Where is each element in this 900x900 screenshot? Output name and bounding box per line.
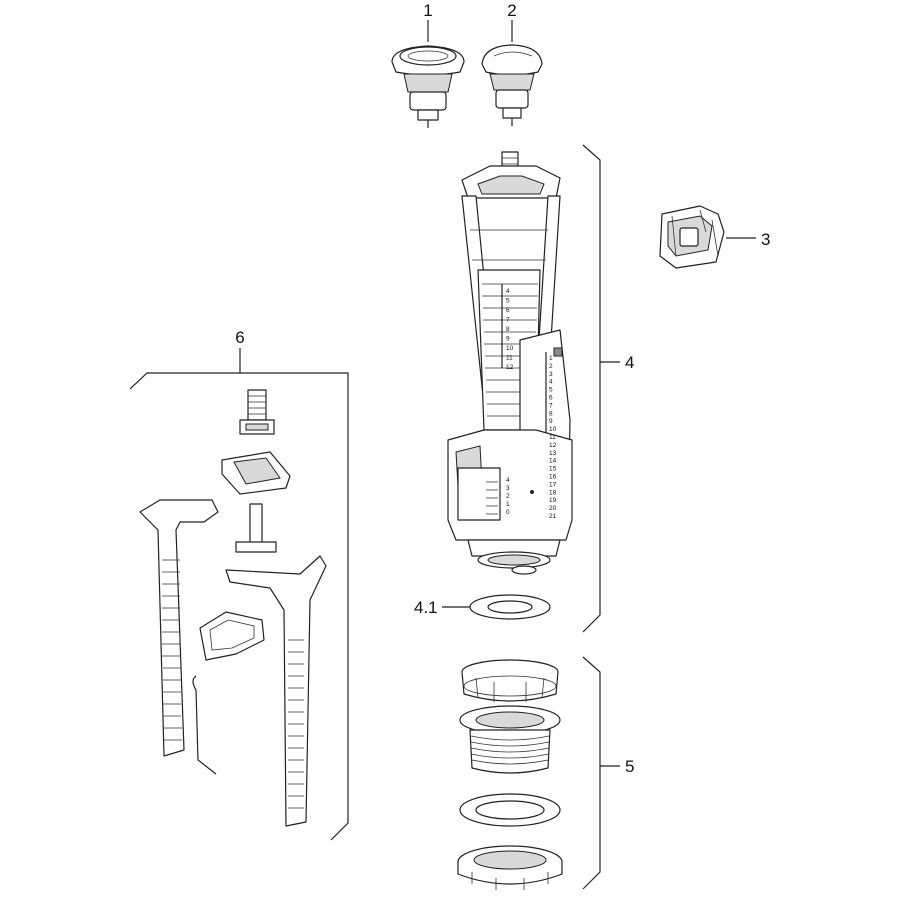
right-scale-tick-label: 15 — [549, 466, 557, 473]
bracket-part-5 — [582, 656, 601, 890]
small-scale-tick-label: 0 — [506, 509, 510, 516]
right-scale-tick-label: 17 — [549, 481, 557, 488]
push-button-2 — [481, 44, 543, 126]
right-scale-tick-label: 10 — [549, 426, 557, 433]
right-scale-tick-label: 2 — [549, 363, 553, 370]
bracket-part-6 — [129, 372, 349, 841]
upper-scale-tick-label: 12 — [506, 364, 514, 371]
upper-scale-tick-label: 4 — [506, 288, 510, 295]
label-part-3: 3 — [761, 230, 770, 249]
mounting-set-part-6 — [139, 389, 327, 827]
right-scale-tick-label: 7 — [549, 402, 553, 409]
small-scale-tick-label: 1 — [506, 501, 510, 508]
label-part-5: 5 — [625, 757, 634, 776]
right-scale-tick-label: 5 — [549, 387, 553, 394]
right-scale-tick-label: 4 — [549, 379, 553, 386]
right-scale-tick-label: 6 — [549, 395, 553, 402]
outlet-assembly-part-5 — [457, 659, 563, 890]
right-scale-tick-label: 8 — [549, 410, 553, 417]
flush-valve-part-4 — [447, 151, 573, 575]
upper-scale-tick-label: 5 — [506, 298, 510, 305]
label-part-6: 6 — [235, 328, 244, 347]
right-scale-tick-label: 1 — [549, 355, 553, 362]
right-scale-tick-label: 18 — [549, 489, 557, 496]
right-scale-tick-label: 11 — [549, 434, 556, 441]
small-scale-tick-label: 4 — [506, 477, 510, 484]
upper-scale-tick-label: 10 — [506, 345, 514, 352]
clip-part-3 — [659, 205, 725, 269]
right-scale-tick-label: 14 — [549, 458, 557, 465]
right-scale-tick-label: 3 — [549, 371, 553, 378]
label-part-4-1: 4.1 — [414, 598, 438, 617]
right-scale-tick-label: 13 — [549, 450, 557, 457]
small-scale-tick-label: 2 — [506, 493, 510, 500]
right-scale-tick-label: 19 — [549, 497, 557, 504]
bracket-part-4 — [582, 144, 601, 633]
upper-scale-tick-label: 8 — [506, 326, 510, 333]
label-part-4: 4 — [625, 353, 634, 372]
right-scale-tick-label: 9 — [549, 418, 553, 425]
label-part-2: 2 — [507, 1, 516, 20]
upper-scale-tick-label: 6 — [506, 307, 510, 314]
small-scale-tick-label: 3 — [506, 485, 510, 492]
height-scale-upper: 4 5 6 7 8 9 10 11 12 — [506, 288, 514, 371]
right-scale-tick-label: 16 — [549, 474, 557, 481]
right-scale-tick-label: 12 — [549, 442, 557, 449]
right-scale-tick-label: 20 — [549, 505, 557, 512]
label-part-1: 1 — [423, 1, 432, 20]
push-button-1 — [391, 45, 465, 128]
upper-scale-tick-label: 9 — [506, 336, 510, 343]
upper-scale-tick-label: 11 — [506, 355, 513, 362]
upper-scale-tick-label: 7 — [506, 317, 510, 324]
washer-part-4-1 — [469, 594, 551, 620]
right-scale-tick-label: 21 — [549, 513, 557, 520]
